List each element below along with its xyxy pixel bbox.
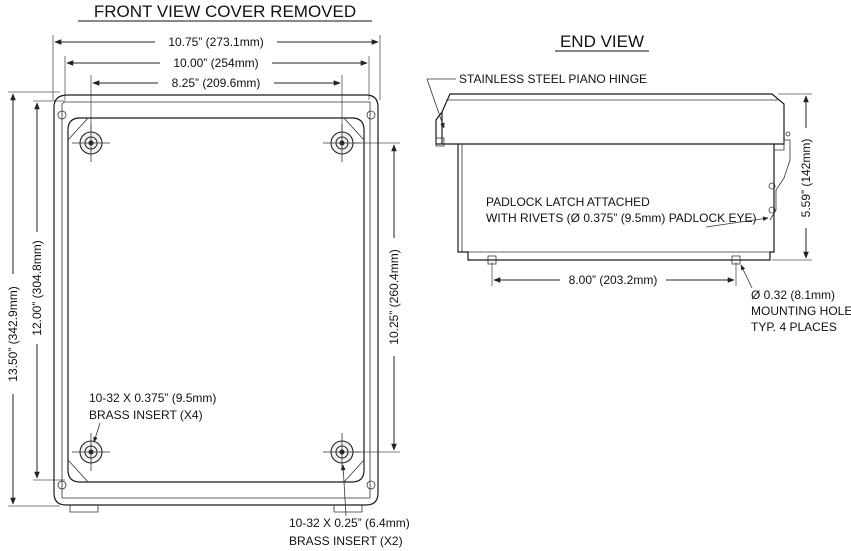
front-view: 10.75” (273.1mm) 10.00” (254mm) 8.25” (2… <box>5 35 410 548</box>
dim-overall-height: 13.50” (342.9mm) <box>6 286 20 381</box>
piano-hinge <box>435 111 443 145</box>
corner-hole-top-left <box>57 110 67 120</box>
end-view-body <box>457 144 775 261</box>
latch-label-line1: PADLOCK LATCH ATTACHED <box>486 195 650 209</box>
corner-hole-top-right <box>366 110 376 120</box>
brass-insert-top-right <box>323 124 361 162</box>
brass-insert-bottom-left <box>72 433 110 471</box>
end-view-lid <box>441 93 785 145</box>
mounting-hole-line1: Ø 0.32 (8.1mm) <box>751 288 835 302</box>
corner-hole-bottom-left <box>57 480 67 490</box>
dim-hole-spacing-height: 10.25” (260.4mm) <box>387 249 401 344</box>
mounting-hole-line2: MOUNTING HOLE <box>751 304 851 318</box>
enclosure-outer-outline <box>53 94 379 506</box>
insert-x4-callout-line2: BRASS INSERT (X4) <box>89 408 203 422</box>
enclosure-inner-wall <box>67 117 365 483</box>
dim-overall-width: 10.75” (273.1mm) <box>168 35 263 49</box>
front-view-title: FRONT VIEW COVER REMOVED <box>94 2 356 21</box>
end-view-title: END VIEW <box>560 32 644 51</box>
dim-end-height: 5.59” (142mm) <box>799 139 813 218</box>
padlock-latch <box>769 139 791 221</box>
brass-insert-top-left <box>72 124 110 162</box>
dim-foot-spacing: 8.00” (203.2mm) <box>569 273 658 287</box>
mounting-hole-line3: TYP. 4 PLACES <box>751 320 837 334</box>
insert-x2-callout-line2: BRASS INSERT (X2) <box>289 534 403 548</box>
dim-inner-width: 10.00” (254mm) <box>173 56 258 70</box>
hinge-label: STAINLESS STEEL PIANO HINGE <box>459 72 647 86</box>
insert-x4-callout-line1: 10-32 X 0.375” (9.5mm) <box>89 391 216 405</box>
insert-x2-callout-line1: 10-32 X 0.25” (6.4mm) <box>289 516 410 530</box>
dim-inner-height: 12.00” (304.8mm) <box>30 240 44 335</box>
latch-label-line2: WITH RIVETS (Ø 0.375” (9.5mm) PADLOCK EY… <box>486 211 757 225</box>
corner-hole-bottom-right <box>366 480 376 490</box>
enclosure-flange <box>61 101 371 499</box>
end-view: STAINLESS STEEL PIANO HINGE PADLOCK LATC… <box>426 72 851 334</box>
dim-hole-spacing-width: 8.25” (209.6mm) <box>172 76 261 90</box>
brass-insert-bottom-right <box>323 433 361 471</box>
